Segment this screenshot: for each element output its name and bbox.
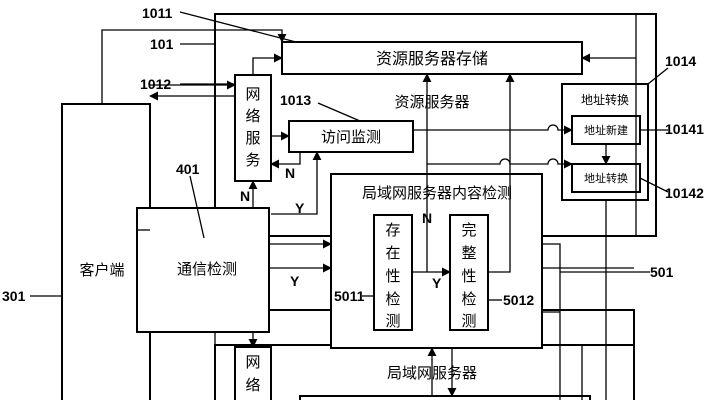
lan-server-label: 局域网服务器: [387, 364, 477, 382]
integrity-to-storage: [488, 73, 515, 273]
leader-401: [189, 175, 205, 239]
ref-5012: 5012: [503, 292, 534, 308]
resource-storage-box: [281, 41, 583, 75]
exist-char-2: 在: [385, 244, 400, 262]
ns-top-char-1: 网: [245, 85, 260, 103]
lan-content-check-label: 局域网服务器内容检测: [362, 184, 512, 202]
exist-char-4: 检: [385, 290, 400, 308]
network-service-bottom-box: [234, 346, 272, 400]
ns-top-char-2: 络: [245, 107, 260, 125]
comm-y-line: [271, 151, 322, 215]
access-monitor-box: [288, 120, 414, 153]
exist-char-5: 测: [385, 312, 400, 330]
resource-server-label: 资源服务器: [394, 93, 469, 111]
ns-bottom-char-1: 网: [245, 353, 260, 371]
ref-5011: 5011: [334, 288, 365, 304]
flow-n-comm: N: [240, 188, 250, 204]
integ-char-1: 完: [461, 221, 476, 239]
storage-to-addr-new: [413, 124, 573, 135]
integ-char-5: 测: [461, 312, 476, 330]
existence-check-label: 存 在 性 检 测: [385, 221, 400, 330]
ref-501: 501: [650, 264, 674, 280]
network-service-top-label: 网 络 服 务: [245, 85, 260, 169]
existence-check-box: [373, 214, 413, 331]
access-monitor-label: 访问监测: [321, 128, 381, 146]
addr-convert-feed: [427, 158, 573, 169]
ref-101: 101: [150, 36, 174, 52]
integ-char-3: 性: [461, 267, 476, 285]
ref-10142: 10142: [665, 185, 704, 201]
client-label: 客户端: [79, 261, 124, 279]
flow-n-exist: N: [422, 210, 432, 226]
address-convert-title: 地址转换: [581, 92, 629, 107]
address-new-label: 地址新建: [584, 123, 628, 137]
leader-1013: [317, 102, 361, 122]
comm-check-box: [136, 207, 270, 333]
client-to-storage-line: [101, 29, 287, 104]
flow-n-monitor: N: [285, 165, 295, 181]
ref-1013: 1013: [280, 92, 311, 108]
ref-10141: 10141: [665, 121, 704, 137]
ns-bottom-char-2: 络: [245, 376, 260, 394]
monitor-n-line: [270, 152, 301, 169]
ref-401: 401: [176, 161, 200, 177]
integ-char-2: 整: [461, 244, 476, 262]
ns-top-char-3: 服: [245, 129, 260, 147]
ref-301: 301: [2, 288, 26, 304]
resource-storage-label: 资源服务器存储: [376, 49, 488, 68]
leader-10142: [639, 177, 669, 193]
lan-bottom-bar: [299, 395, 591, 400]
integ-char-4: 检: [461, 290, 476, 308]
connector-group: [30, 11, 669, 400]
netsvc-to-storage-line: [252, 53, 283, 75]
address-convert-inner-label: 地址转换: [584, 171, 628, 185]
leader-1011: [179, 11, 297, 43]
ref-1014: 1014: [665, 53, 696, 69]
flow-y-monitor: Y: [295, 200, 305, 216]
ns-top-char-4: 务: [245, 151, 260, 169]
flow-y-integrity: Y: [432, 275, 442, 291]
exist-char-1: 存: [385, 221, 400, 239]
network-service-bottom-label: 网 络: [245, 353, 260, 394]
ref-1011: 1011: [142, 5, 173, 21]
network-service-top-box: [234, 74, 272, 182]
comm-check-label: 通信检测: [177, 260, 237, 278]
integrity-check-label: 完 整 性 检 测: [461, 221, 476, 330]
ref-1012: 1012: [140, 76, 171, 92]
content-right-out1: [542, 243, 561, 400]
leader-1014: [647, 67, 669, 85]
flow-y-content: Y: [290, 273, 300, 289]
exist-char-3: 性: [385, 267, 400, 285]
